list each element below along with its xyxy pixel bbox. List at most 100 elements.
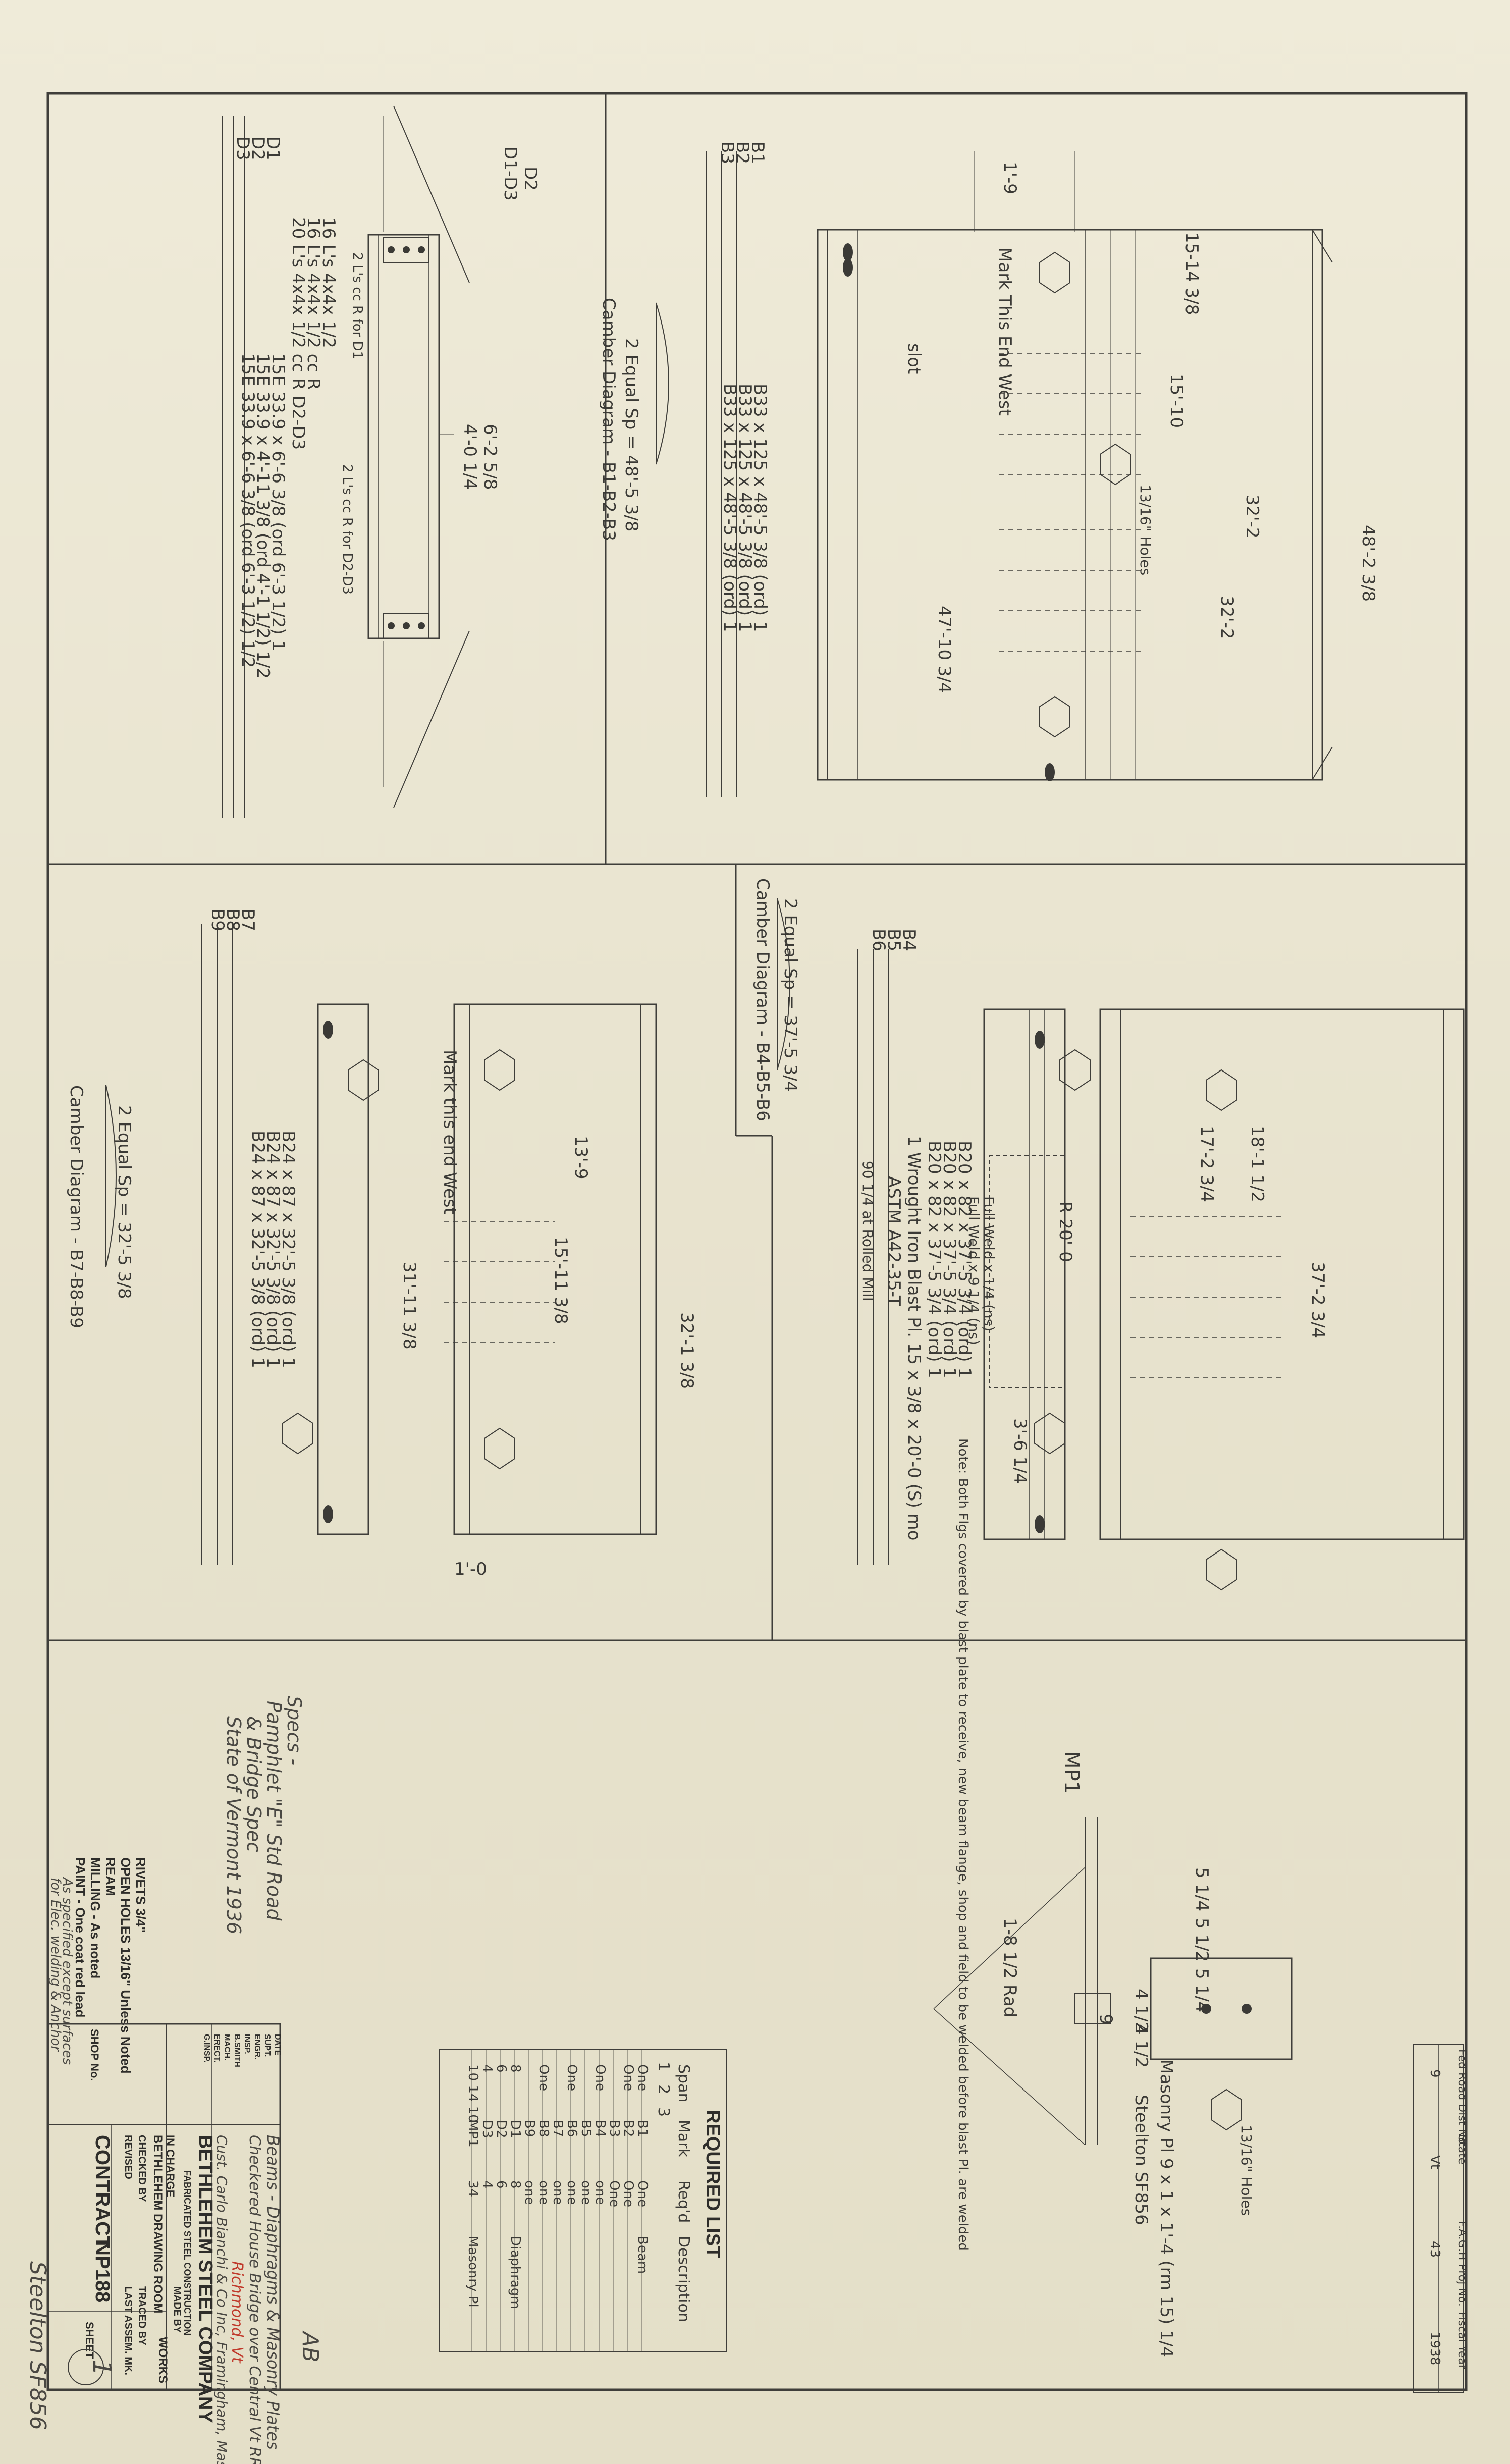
svg-text:4'-0 1/4: 4'-0 1/4 [460,424,480,490]
camber-title-b4: Camber Diagram - B4-B5-B6 [752,878,773,1121]
svg-text:32'-2: 32'-2 [1242,495,1262,539]
required-header: Mark [675,2120,692,2158]
required-row-cell: B8 [536,2120,551,2137]
title-location: Richmond, Vt [228,2261,246,2364]
svg-text:State of Vermont 1936: State of Vermont 1936 [223,1716,245,1934]
beam-b4-elevation [1099,1008,1465,1540]
title-tick-label: INSP. [243,2034,251,2054]
svg-text:2 L's cc R for D2-D3: 2 L's cc R for D2-D3 [340,464,355,595]
svg-text:13'-9: 13'-9 [571,1136,591,1180]
svg-text:IN CHARGE: IN CHARGE [164,2135,177,2197]
mark-d1: D1 [263,136,283,160]
svg-text:slot: slot [904,343,924,374]
required-row-cell: One [536,2064,551,2091]
svg-text:TRACED BY: TRACED BY [136,2286,147,2345]
desc-b5: B20 x 82 x 37'-5 3/4 (ord) 1 [939,1141,959,1378]
svg-text:47'-10 3/4: 47'-10 3/4 [934,606,954,693]
svg-text:WORKS: WORKS [156,2337,170,2383]
required-list: REQUIRED LIST SpanMarkReq'dDescription12… [439,2049,727,2352]
svg-text:4 1/2: 4 1/2 [1131,2024,1151,2068]
span-number: 2 [655,2084,672,2094]
svg-text:20 L's 4x4x 1/2 cc R D2-D3: 20 L's 4x4x 1/2 cc R D2-D3 [288,217,308,450]
svg-text:SHEET: SHEET [83,2322,96,2359]
svg-text:2 Equal Sp = 37'-5 3/4: 2 Equal Sp = 37'-5 3/4 [780,898,800,1092]
desc-b1: B33 x 125 x 48'-5 3/8 (ord) 1 [750,384,770,632]
svg-text:1 Wrought Iron Blast Pl. 15 x: 1 Wrought Iron Blast Pl. 15 x 3/8 x 20'-… [904,1136,924,1540]
required-row-cell: 4 [479,2180,495,2189]
required-row-cell: one [536,2180,551,2205]
svg-text:4 1/2: 4 1/2 [1131,1989,1151,2032]
required-row-cell: One [621,2064,636,2091]
required-row-cell: Masonry Pl [465,2236,480,2308]
svg-text:90 1/4 at Rolled Mill: 90 1/4 at Rolled Mill [859,1161,876,1301]
svg-text:5 1/4: 5 1/4 [1192,1867,1212,1911]
mark-b4: B4 [899,929,919,951]
required-row-cell: One [635,2064,650,2091]
panel-diaphragm: D1-D3 D2 D1 D2 D3 15E 33.9 x 6'-6 3/8 (o… [222,105,669,818]
svg-text:37'-2 3/4: 37'-2 3/4 [1308,1262,1328,1338]
svg-text:5 1/2: 5 1/2 [1192,1918,1212,1962]
masonry-plate: Masonry Pl 9 x 1 x 1'-4 (rm 15) 1/4 Stee… [933,1751,1293,2358]
title-tick-label: ERECT. [212,2034,221,2063]
svg-text:LAST ASSEM. MK.: LAST ASSEM. MK. [123,2286,134,2375]
svg-text:17'-2 3/4: 17'-2 3/4 [1197,1126,1217,1202]
required-row-cell: 6 [494,2180,509,2189]
title-bridge: Checkered House Bridge over Central Vt R… [246,2135,263,2464]
required-row-cell: 8 [508,2064,523,2073]
company-name: BETHLEHEM STEEL COMPANY [195,2135,216,2423]
svg-text:MP1: MP1 [1060,1751,1083,1794]
required-row-cell: D2 [494,2120,509,2138]
corner-value: 9 [1427,2069,1442,2078]
corner-header: F.A.G.H Proj No. [1455,2221,1468,2307]
required-row-cell: B2 [621,2120,636,2137]
diaphragm-heading: D1-D3 [500,146,520,201]
required-row-cell: 8 [508,2180,523,2189]
masonry-title: Masonry Pl 9 x 1 x 1'-4 (rm 15) 1/4 [1156,2059,1176,2358]
required-header: Description [675,2236,692,2322]
desc-b8: B24 x 87 x 32'-5 3/8 (ord) 1 [263,1131,283,1368]
svg-text:2 L's cc R for D1: 2 L's cc R for D1 [350,252,365,359]
mark-b8: B8 [223,908,243,931]
span-number: 3 [655,2107,672,2117]
required-row-cell: D1 [508,2120,523,2138]
svg-text:& Bridge Spec: & Bridge Spec [243,1716,265,1852]
required-list-title: REQUIRED LIST [702,2110,723,2258]
title-subject: Beams - Diaphragms & Masonry Plates [263,2135,283,2450]
corner-header: Fed Road Dist No. [1455,2049,1468,2148]
svg-text:5 1/4: 5 1/4 [1192,1968,1212,2012]
svg-text:13/16" Holes: 13/16" Holes [1238,2125,1255,2216]
desc-d3: 15E 33.9 x 6'-6 3/8 (ord 6'-3 1/2) 1/2 [238,353,258,668]
required-row-cell: One [592,2064,608,2091]
sheet-border [46,92,1468,2391]
required-row-cell: B3 [607,2120,622,2137]
required-row-cell: B7 [550,2120,565,2137]
required-row-cell: MP1 [465,2120,480,2148]
svg-text:1'-0: 1'-0 [454,1559,487,1579]
required-row-cell: Diaphragm [508,2236,523,2309]
svg-text:Full Weld x 1/4 (ns): Full Weld x 1/4 (ns) [981,1196,997,1331]
required-row-cell: One [635,2180,650,2207]
span-number: 1 [655,2062,672,2071]
mark-b3: B3 [717,141,737,164]
svg-text:32'-1 3/8: 32'-1 3/8 [677,1312,697,1389]
svg-text:BETHLEHEM DRAWING ROOM: BETHLEHEM DRAWING ROOM [151,2135,165,2313]
beam-b7-section [317,1003,369,1535]
desc-d1: 15E 33.9 x 6'-6 3/8 (ord 6'-3 1/2) 1 [268,353,288,651]
desc-b3: B33 x 125 x 48'-5 3/8 (ord) 1 [720,384,740,632]
svg-text:15'-11 3/8: 15'-11 3/8 [551,1237,571,1324]
sheet-number: 1 [87,2360,117,2376]
svg-text:6'-2 5/8: 6'-2 5/8 [480,424,500,490]
mark-b6: B6 [869,929,889,951]
svg-text:16 L's 4x4x 1/2 cc R: 16 L's 4x4x 1/2 cc R [303,217,323,390]
desc-b2: B33 x 125 x 48'-5 3/8 (ord) 1 [735,384,755,632]
title-tick-label: G.INSP. [202,2034,211,2063]
b4-weld-note: Note: Both Flgs covered by blast plate t… [955,1438,970,2251]
svg-text:PAINT - One coat red lead: PAINT - One coat red lead [73,1857,88,2017]
required-row-cell: One [621,2180,636,2207]
svg-text:Cust. Carlo Bianchi & Co Inc,: Cust. Carlo Bianchi & Co Inc, Framingham… [213,2135,230,2464]
required-header: Req'd [675,2180,692,2223]
corner-value: 43 [1427,2241,1442,2258]
svg-text:OPEN HOLES 13/16" Unless Noted: OPEN HOLES 13/16" Unless Noted [118,1857,133,2073]
panel-beam-b1: B1 B2 B3 B33 x 125 x 48'-5 3/8 (ord) 1 B… [706,141,1378,797]
